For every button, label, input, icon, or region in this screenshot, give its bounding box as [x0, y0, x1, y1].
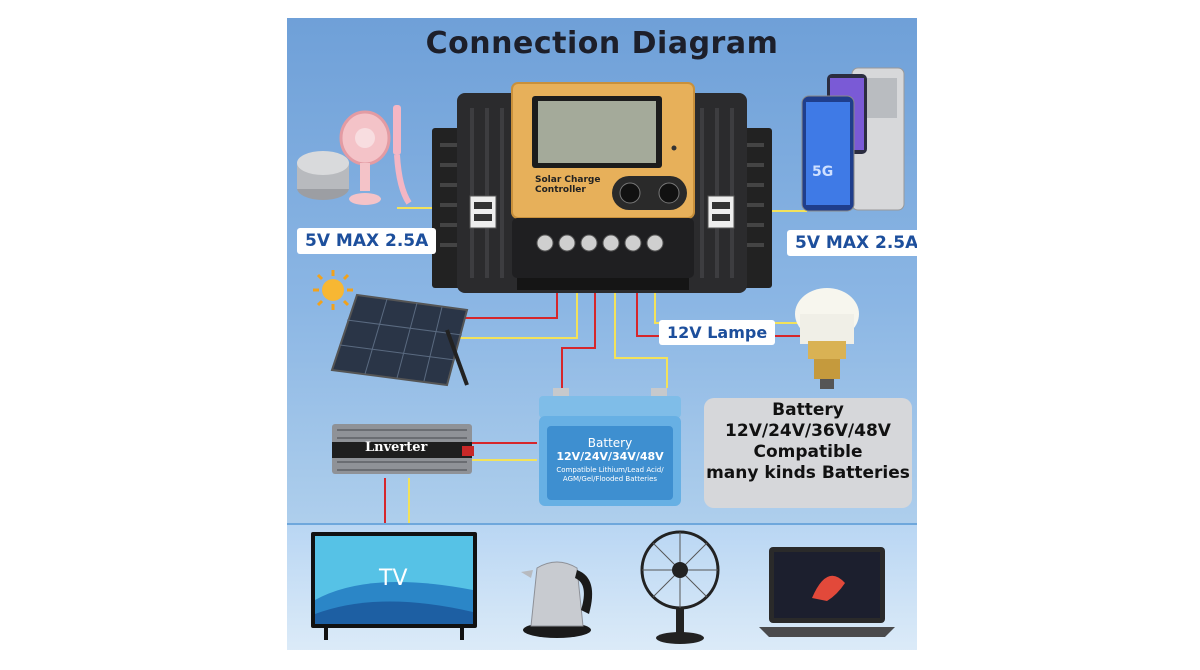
battery-label: Battery 12V/24V/34V/48V Compatible Lithi…: [539, 436, 681, 484]
battery-note-line1: Battery: [772, 400, 844, 420]
wire-battery-yellow: [614, 273, 668, 388]
solar-charge-controller: [432, 82, 772, 293]
battery-compat-1: Compatible Lithium/Lead Acid/: [556, 466, 664, 474]
controller-label-line1: Solar Charge: [535, 175, 601, 185]
sun-icon: [313, 270, 353, 310]
usb-right-label: 5V MAX 2.5A: [787, 230, 917, 256]
laptop: [759, 547, 895, 637]
power-inverter: [332, 424, 474, 474]
usb-gadgets-right: 5G: [801, 67, 905, 212]
battery-note-line4: many kinds Batteries: [706, 463, 910, 483]
usb-left-label: 5V MAX 2.5A: [297, 228, 437, 254]
wire-battery-red: [561, 273, 596, 388]
controller-label-line2: Controller: [535, 185, 586, 195]
battery: [539, 388, 681, 506]
solar-panel: [330, 293, 469, 387]
battery-title: Battery: [587, 436, 633, 450]
svg-text:5G: 5G: [812, 164, 833, 180]
diagram-title: Connection Diagram: [425, 26, 779, 61]
lamp-label: 12V Lampe: [659, 320, 776, 345]
tv: [311, 532, 477, 640]
inverter-label: Lnverter: [365, 440, 428, 455]
battery-note-line3: Compatible: [753, 442, 863, 462]
led-lamp: [795, 288, 859, 389]
electric-kettle: [521, 561, 593, 638]
controller-label: Solar Charge Controller: [535, 175, 600, 195]
wire-solar-yellow: [452, 273, 578, 339]
battery-compatibility-note: Battery 12V/24V/36V/48V Compatible many …: [704, 398, 912, 508]
battery-voltages: 12V/24V/34V/48V: [556, 450, 664, 463]
tv-label: TV: [379, 566, 408, 591]
electric-fan: [640, 530, 720, 644]
battery-compat-2: AGM/Gel/Flooded Batteries: [562, 475, 658, 483]
usb-gadgets-left: [297, 105, 412, 205]
connection-diagram: Connection Diagram: [287, 18, 917, 650]
battery-note-line2: 12V/24V/36V/48V: [725, 421, 891, 441]
